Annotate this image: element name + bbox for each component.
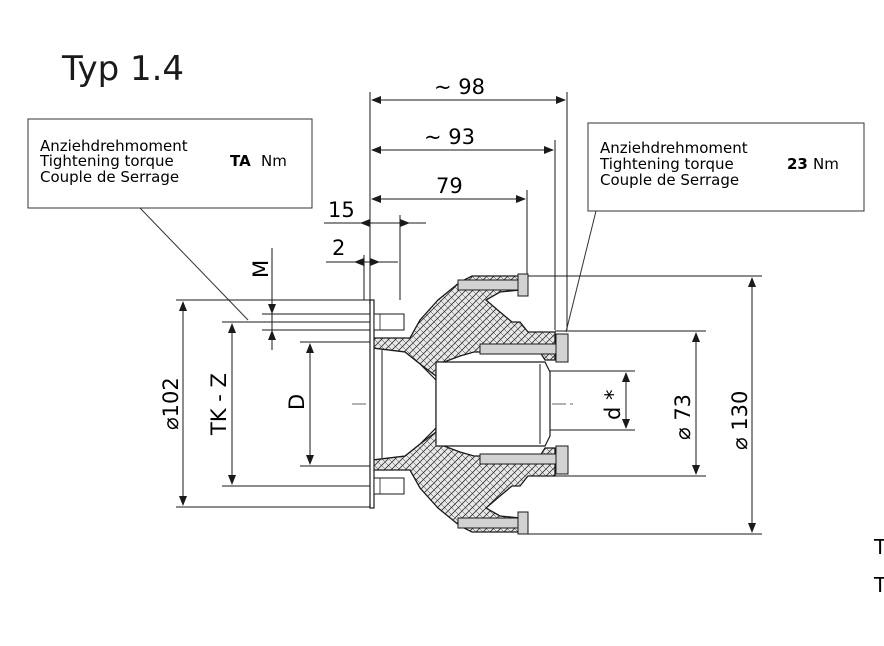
dim-102-label: ⌀102	[159, 377, 183, 430]
flange-face	[369, 299, 375, 509]
callout-right-unit: Nm	[813, 155, 839, 173]
callout-right-leader	[565, 210, 597, 333]
page-title: Typ 1.4	[61, 49, 184, 89]
callout-right-line1: Anziehdrehmoment	[600, 139, 748, 157]
callout-left-leader	[139, 207, 249, 321]
dim-15-label: 15	[328, 198, 355, 222]
dim-130-label: ⌀ 130	[728, 391, 752, 450]
dim-d-label: D	[285, 394, 309, 410]
bolt-top-inner	[479, 333, 569, 363]
callout-right-value: 23	[787, 155, 808, 173]
inner-bore-right	[435, 361, 551, 447]
flange-cross-section	[352, 273, 576, 535]
callout-left-box	[27, 118, 313, 209]
dim-2-label: 2	[332, 236, 345, 260]
dim-dstar-label: d *	[601, 389, 625, 420]
flange-bolt-bottom	[373, 477, 405, 495]
callout-left-value: TA	[230, 152, 251, 170]
callout-left-unit: Nm	[261, 152, 287, 170]
callout-left-line3: Couple de Serrage	[40, 168, 179, 186]
callout-right-line2: Tightening torque	[599, 155, 734, 173]
callout-left-line1: Anziehdrehmoment	[40, 137, 188, 155]
dim-m-label: M	[249, 260, 273, 278]
callout-right-line3: Couple de Serrage	[600, 171, 739, 189]
top-dimensions	[324, 92, 568, 330]
dim-73-label: ⌀ 73	[671, 394, 695, 440]
callout-left: Anziehdrehmoment Tightening torque TA Nm…	[27, 118, 313, 321]
left-dimensions	[176, 248, 372, 508]
callout-right: Anziehdrehmoment Tightening torque 23 Nm…	[565, 122, 865, 333]
callout-left-line2: Tightening torque	[39, 152, 174, 170]
dim-79-label: 79	[436, 174, 463, 198]
edge-glyph-1: T	[873, 535, 884, 559]
dim-93-label: ~ 93	[424, 125, 475, 149]
bolt-top-outer	[457, 273, 529, 297]
callout-right-box	[587, 122, 865, 212]
flange-bolt-top	[373, 313, 405, 331]
right-dimensions	[520, 275, 762, 535]
dim-tkz-label: TK - Z	[207, 373, 231, 436]
edge-glyph-2: T	[873, 573, 884, 597]
bolt-bottom-outer	[457, 511, 529, 535]
dim-98-label: ~ 98	[434, 75, 485, 99]
bolt-bottom-inner	[479, 445, 569, 475]
